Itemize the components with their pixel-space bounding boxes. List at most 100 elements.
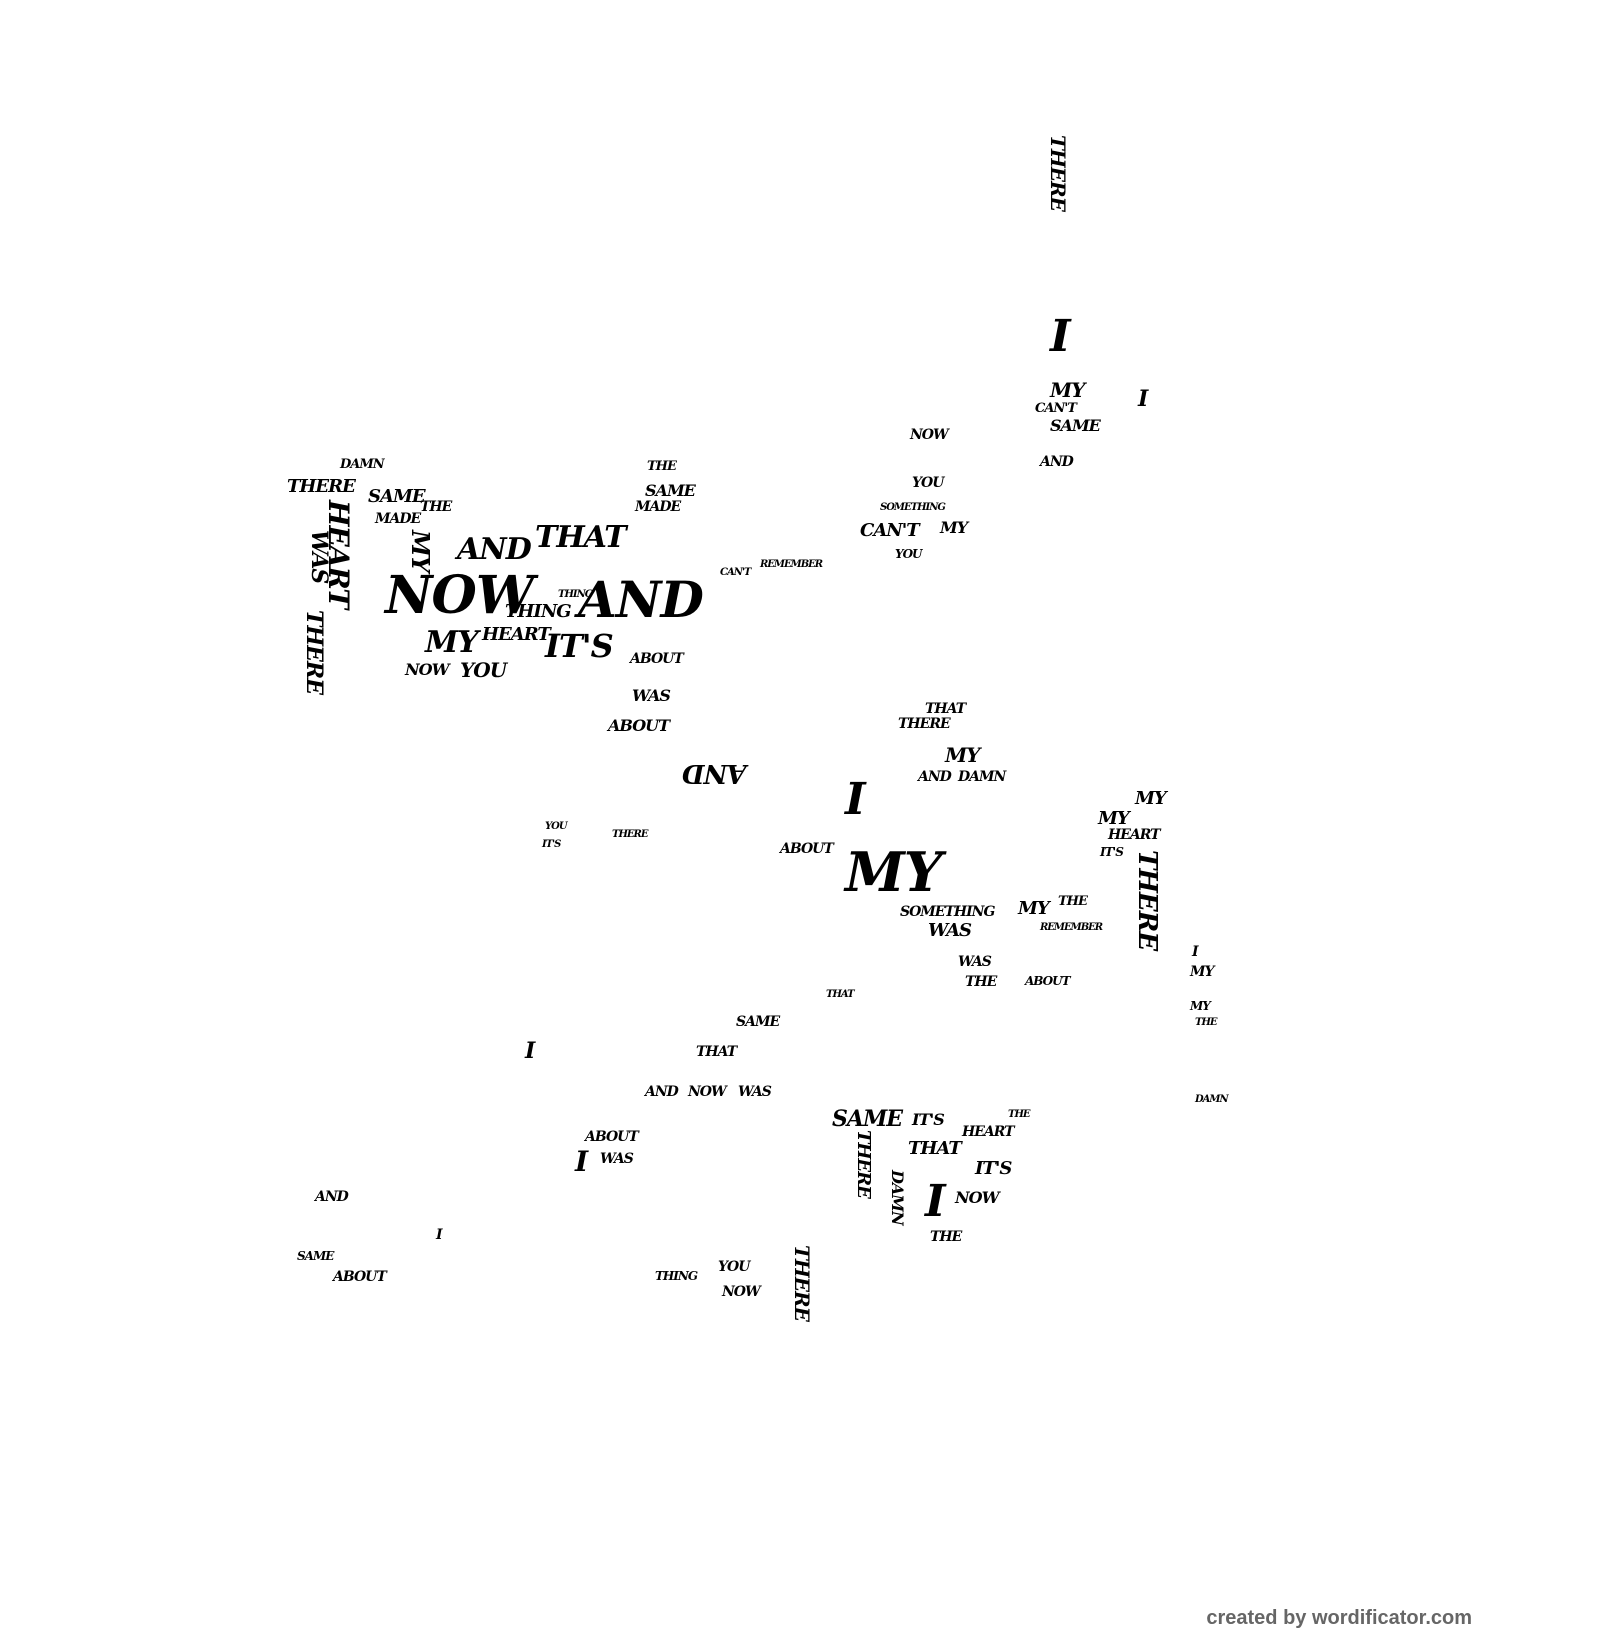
cloud-word: I xyxy=(575,1145,588,1178)
cloud-word: CAN'T xyxy=(860,520,920,541)
cloud-word: IT'S xyxy=(545,627,614,665)
cloud-word: SOMETHING xyxy=(900,904,995,920)
cloud-word: I xyxy=(845,774,866,825)
cloud-word: WAS xyxy=(958,954,992,970)
cloud-word: THERE xyxy=(1132,850,1162,951)
cloud-word: MY xyxy=(1018,898,1050,919)
cloud-word: THE xyxy=(647,459,677,474)
cloud-word: YOU xyxy=(912,475,944,491)
cloud-word: CAN'T xyxy=(720,567,751,578)
cloud-word: MY xyxy=(425,625,479,660)
cloud-word: MADE xyxy=(635,499,681,515)
cloud-word: MY xyxy=(1098,808,1130,829)
cloud-word: IT'S xyxy=(912,1110,945,1129)
cloud-word: WAS xyxy=(600,1151,634,1167)
cloud-word: THERE xyxy=(612,829,648,840)
cloud-word: WAS xyxy=(306,530,332,584)
cloud-word: MY xyxy=(406,530,435,572)
cloud-word: AND xyxy=(683,758,747,788)
cloud-word: ABOUT xyxy=(608,716,670,735)
cloud-word: HEART xyxy=(1108,827,1161,843)
cloud-word: THING xyxy=(558,589,593,600)
cloud-word: DAMN xyxy=(888,1170,907,1225)
cloud-word: AND xyxy=(578,570,704,629)
cloud-word: WAS xyxy=(738,1084,772,1100)
cloud-word: THE xyxy=(1058,894,1088,909)
cloud-word: NOW xyxy=(910,427,949,443)
cloud-word: I xyxy=(1192,944,1198,960)
cloud-word: THAT xyxy=(826,989,855,1000)
cloud-word: I xyxy=(925,1176,946,1227)
cloud-word: MY xyxy=(845,840,942,904)
cloud-word: THERE xyxy=(853,1130,874,1198)
cloud-word: AND xyxy=(457,532,532,567)
cloud-word: SAME xyxy=(1050,416,1101,435)
cloud-word: ABOUT xyxy=(333,1269,387,1285)
cloud-word: YOU xyxy=(895,547,923,561)
cloud-word: MADE xyxy=(375,511,421,527)
cloud-word: THERE xyxy=(301,610,327,694)
footer-credit: created by wordificator.com xyxy=(1206,1607,1472,1629)
cloud-word: THAT xyxy=(696,1044,737,1060)
cloud-word: THERE xyxy=(790,1245,814,1321)
cloud-word: THING xyxy=(655,1269,698,1283)
cloud-word: I xyxy=(525,1038,535,1064)
cloud-word: THAT xyxy=(535,520,627,555)
cloud-word: IT'S xyxy=(542,839,561,850)
cloud-word: AND xyxy=(1040,454,1074,470)
cloud-word: HEART xyxy=(962,1124,1015,1140)
cloud-word: AND xyxy=(315,1189,349,1205)
cloud-word: MY xyxy=(1050,378,1085,402)
cloud-word: I xyxy=(436,1227,442,1243)
cloud-word: THE xyxy=(1195,1017,1217,1028)
cloud-word: IT'S xyxy=(975,1158,1012,1179)
cloud-word: REMEMBER xyxy=(1040,922,1103,933)
cloud-word: MY xyxy=(1135,788,1167,809)
cloud-word: ABOUT xyxy=(780,841,834,857)
cloud-word: THERE xyxy=(1046,135,1070,211)
cloud-word: YOU xyxy=(545,821,568,832)
cloud-word: DAMN xyxy=(958,769,1006,785)
cloud-word: THAT xyxy=(908,1138,962,1159)
cloud-word: CAN'T xyxy=(1035,401,1077,416)
cloud-word: NOW xyxy=(688,1084,727,1100)
cloud-word: SAME xyxy=(297,1249,334,1263)
cloud-word: ABOUT xyxy=(630,651,684,667)
cloud-word: YOU xyxy=(460,658,507,682)
cloud-word: SAME xyxy=(832,1106,903,1132)
cloud-word: NOW xyxy=(405,660,450,679)
cloud-word: THING xyxy=(505,601,572,622)
cloud-word: DAMN xyxy=(1195,1094,1229,1105)
cloud-word: NOW xyxy=(955,1188,1000,1207)
cloud-word: I xyxy=(1138,386,1148,412)
cloud-word: ABOUT xyxy=(585,1129,639,1145)
cloud-word: YOU xyxy=(718,1259,750,1275)
cloud-word: THE xyxy=(930,1229,962,1245)
cloud-word: REMEMBER xyxy=(760,559,823,570)
cloud-word: THERE xyxy=(898,716,951,732)
cloud-word: NOW xyxy=(385,565,534,626)
cloud-word: DAMN xyxy=(340,457,385,472)
cloud-word: AND xyxy=(645,1084,679,1100)
cloud-word: ABOUT xyxy=(1025,974,1071,988)
cloud-word: THE xyxy=(420,499,452,515)
cloud-word: HEART xyxy=(482,624,551,645)
cloud-word: THE xyxy=(965,974,997,990)
cloud-word: NOW xyxy=(722,1284,761,1300)
cloud-word: WAS xyxy=(632,686,671,705)
cloud-word: THERE xyxy=(287,476,356,497)
cloud-word: IT'S xyxy=(1100,845,1124,859)
cloud-word: MY xyxy=(940,518,968,537)
cloud-word: MY xyxy=(1190,999,1211,1013)
cloud-word: SAME xyxy=(368,486,426,507)
cloud-word: SAME xyxy=(645,481,696,500)
cloud-word: THAT xyxy=(925,701,966,717)
cloud-word: AND xyxy=(918,769,952,785)
cloud-word: WAS xyxy=(928,920,972,941)
cloud-word: MY xyxy=(945,743,980,767)
cloud-word: MY xyxy=(1190,964,1214,980)
cloud-word: SOMETHING xyxy=(880,502,946,513)
cloud-word: SAME xyxy=(736,1014,780,1030)
cloud-word: I xyxy=(1050,311,1071,362)
